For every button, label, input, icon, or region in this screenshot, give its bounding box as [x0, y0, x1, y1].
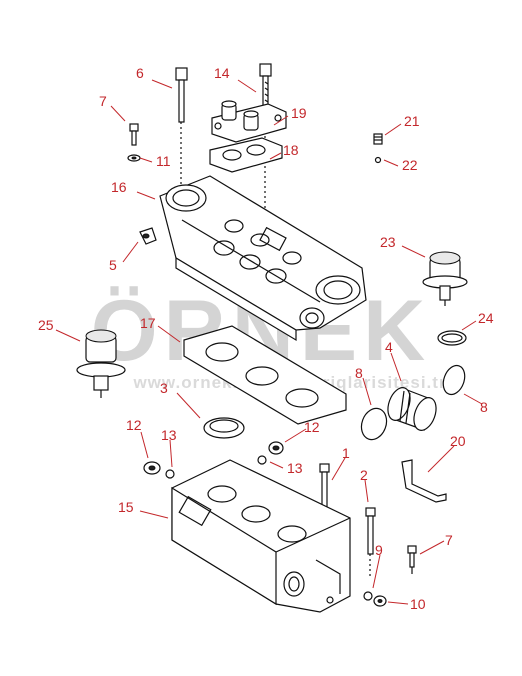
callout-22: 22	[402, 157, 418, 173]
seal-9	[363, 591, 373, 601]
callout-13: 13	[161, 427, 177, 443]
gasket-17	[183, 325, 347, 425]
thermostat-23	[422, 251, 468, 306]
plug-12-left	[143, 461, 161, 475]
callout-7: 7	[99, 93, 107, 109]
washer-13-right	[257, 455, 267, 465]
seal-ring-3	[203, 417, 245, 439]
housing-15	[171, 459, 351, 613]
callout-8: 8	[355, 365, 363, 381]
callout-12: 12	[304, 419, 320, 435]
callout-18: 18	[283, 142, 299, 158]
callout-labels: 6 14 7 19 21 11 18 22 16 23 5 24 25 17 4…	[38, 65, 494, 612]
callout-19: 19	[291, 105, 307, 121]
plug-12-right	[268, 441, 284, 455]
plug-10	[373, 595, 387, 607]
callout-16: 16	[111, 179, 127, 195]
o-ring-24	[437, 330, 467, 346]
callout-8: 8	[480, 399, 488, 415]
screw-7-bottom	[407, 545, 417, 574]
callout-2: 2	[360, 467, 368, 483]
gasket-18	[209, 137, 283, 173]
plug-21	[373, 133, 383, 145]
callout-5: 5	[109, 257, 117, 273]
callout-24: 24	[478, 310, 494, 326]
callout-12: 12	[126, 417, 142, 433]
callout-7: 7	[445, 532, 453, 548]
callout-3: 3	[160, 380, 168, 396]
callout-17: 17	[140, 315, 156, 331]
callout-15: 15	[118, 499, 134, 515]
callout-6: 6	[136, 65, 144, 81]
callout-14: 14	[214, 65, 230, 81]
callout-4: 4	[385, 339, 393, 355]
callout-23: 23	[380, 234, 396, 250]
callout-21: 21	[404, 113, 420, 129]
manifold-16	[159, 175, 367, 342]
cover-plate-19	[211, 100, 287, 143]
washer-13-left	[165, 469, 175, 479]
callout-13: 13	[287, 460, 303, 476]
callout-10: 10	[410, 596, 426, 612]
sleeve-4	[387, 387, 437, 431]
bracket-20	[401, 459, 447, 503]
callout-25: 25	[38, 317, 54, 333]
washer-22	[374, 156, 382, 164]
callout-leaders	[55, 79, 483, 605]
callout-11: 11	[156, 153, 171, 169]
o-ring-8-left	[360, 407, 388, 441]
bolt-6	[175, 67, 188, 190]
thermostat-25	[76, 329, 126, 398]
callout-9: 9	[375, 542, 383, 558]
o-ring-8-right	[442, 364, 466, 396]
screw-7-top	[127, 123, 141, 162]
callout-1: 1	[342, 445, 350, 461]
bolt-2	[365, 507, 376, 578]
callout-20: 20	[450, 433, 466, 449]
plug-5	[139, 227, 157, 245]
